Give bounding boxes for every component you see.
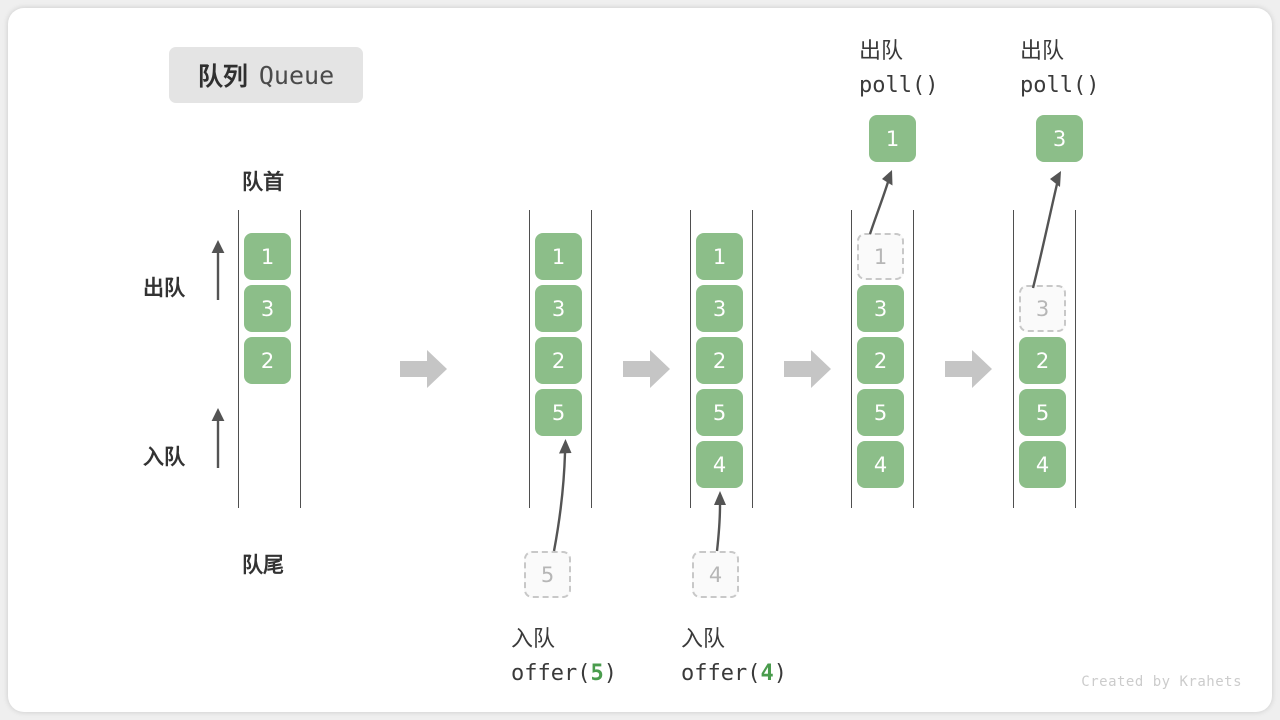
- cell: 2: [696, 337, 743, 384]
- operation-code-arg: 5: [590, 661, 604, 686]
- operation-cn: 入队: [681, 626, 726, 651]
- rail-left-stage-5: [1013, 210, 1014, 508]
- cell: 3: [696, 285, 743, 332]
- operation-code-prefix: poll(: [1020, 73, 1087, 98]
- title-badge: 队列 Queue: [169, 47, 363, 103]
- queue-head-label: 队首: [242, 171, 284, 194]
- cell: 2: [1019, 337, 1066, 384]
- cell: 3: [535, 285, 582, 332]
- operation-label-poll-1: 出队 poll(): [859, 33, 938, 103]
- cell: 4: [696, 441, 743, 488]
- operation-code-suffix: ): [925, 73, 939, 98]
- dequeue-eject-arrow-icon: [1031, 171, 1061, 289]
- queue-tail-label: 队尾: [242, 554, 284, 577]
- rail-left-stage-3: [690, 210, 691, 508]
- rail-left-stage-1: [238, 210, 239, 508]
- operation-cn: 出队: [1020, 38, 1065, 63]
- operation-code-suffix: ): [773, 661, 787, 686]
- diagram-canvas: 队列 Queue 队首 队尾 出队 入队 1 3 2 1 3 2: [8, 8, 1272, 712]
- operation-label-poll-2: 出队 poll(): [1020, 33, 1099, 103]
- rail-right-stage-3: [752, 210, 753, 508]
- operation-code-prefix: offer(: [511, 661, 591, 686]
- side-label-enqueue: 入队: [143, 446, 185, 469]
- pending-cell: 4: [692, 551, 739, 598]
- pending-cell: 5: [524, 551, 571, 598]
- step-arrow-icon: [400, 350, 447, 388]
- rail-right-stage-4: [913, 210, 914, 508]
- enqueue-insert-arrow-icon: [552, 439, 572, 552]
- cell: 1: [535, 233, 582, 280]
- cell: 1: [857, 233, 904, 280]
- rail-right-stage-2: [591, 210, 592, 508]
- step-arrow-icon: [623, 350, 670, 388]
- cell: 2: [857, 337, 904, 384]
- cell: 2: [535, 337, 582, 384]
- cell: 1: [244, 233, 291, 280]
- title-en: Queue: [258, 60, 335, 90]
- cell: 3: [244, 285, 291, 332]
- rail-right-stage-1: [300, 210, 301, 508]
- operation-code-suffix: ): [603, 661, 617, 686]
- diagram-card: 队列 Queue 队首 队尾 出队 入队 1 3 2 1 3 2: [8, 8, 1272, 712]
- operation-code-arg: 4: [760, 661, 774, 686]
- rail-left-stage-2: [529, 210, 530, 508]
- title-cn: 队列: [197, 63, 248, 91]
- operation-code: poll(): [859, 68, 938, 103]
- cell: 3: [1019, 285, 1066, 332]
- ejected-cell: 3: [1036, 115, 1083, 162]
- cell: 5: [857, 389, 904, 436]
- cell: 5: [1019, 389, 1066, 436]
- operation-cn: 出队: [859, 38, 904, 63]
- enqueue-insert-arrow-icon: [714, 491, 726, 552]
- operation-code-suffix: ): [1086, 73, 1100, 98]
- enqueue-up-arrow-icon: [211, 408, 225, 468]
- cell: 5: [535, 389, 582, 436]
- rail-right-stage-5: [1075, 210, 1076, 508]
- rail-left-stage-4: [851, 210, 852, 508]
- dequeue-up-arrow-icon: [211, 240, 225, 300]
- operation-code-prefix: poll(: [859, 73, 926, 98]
- operation-code: offer(4): [681, 656, 787, 691]
- cell: 3: [857, 285, 904, 332]
- operation-code: poll(): [1020, 68, 1099, 103]
- operation-code-prefix: offer(: [681, 661, 761, 686]
- cell: 1: [696, 233, 743, 280]
- cell: 4: [1019, 441, 1066, 488]
- ejected-cell: 1: [869, 115, 916, 162]
- operation-label-offer-2: 入队 offer(4): [681, 621, 787, 691]
- step-arrow-icon: [945, 350, 992, 388]
- cell: 4: [857, 441, 904, 488]
- cell: 2: [244, 337, 291, 384]
- operation-label-offer-1: 入队 offer(5): [511, 621, 617, 691]
- credit-text: Created by Krahets: [1081, 674, 1242, 690]
- side-label-dequeue: 出队: [143, 277, 185, 300]
- step-arrow-icon: [784, 350, 831, 388]
- operation-code: offer(5): [511, 656, 617, 691]
- cell: 5: [696, 389, 743, 436]
- operation-cn: 入队: [511, 626, 556, 651]
- dequeue-eject-arrow-icon: [868, 170, 893, 235]
